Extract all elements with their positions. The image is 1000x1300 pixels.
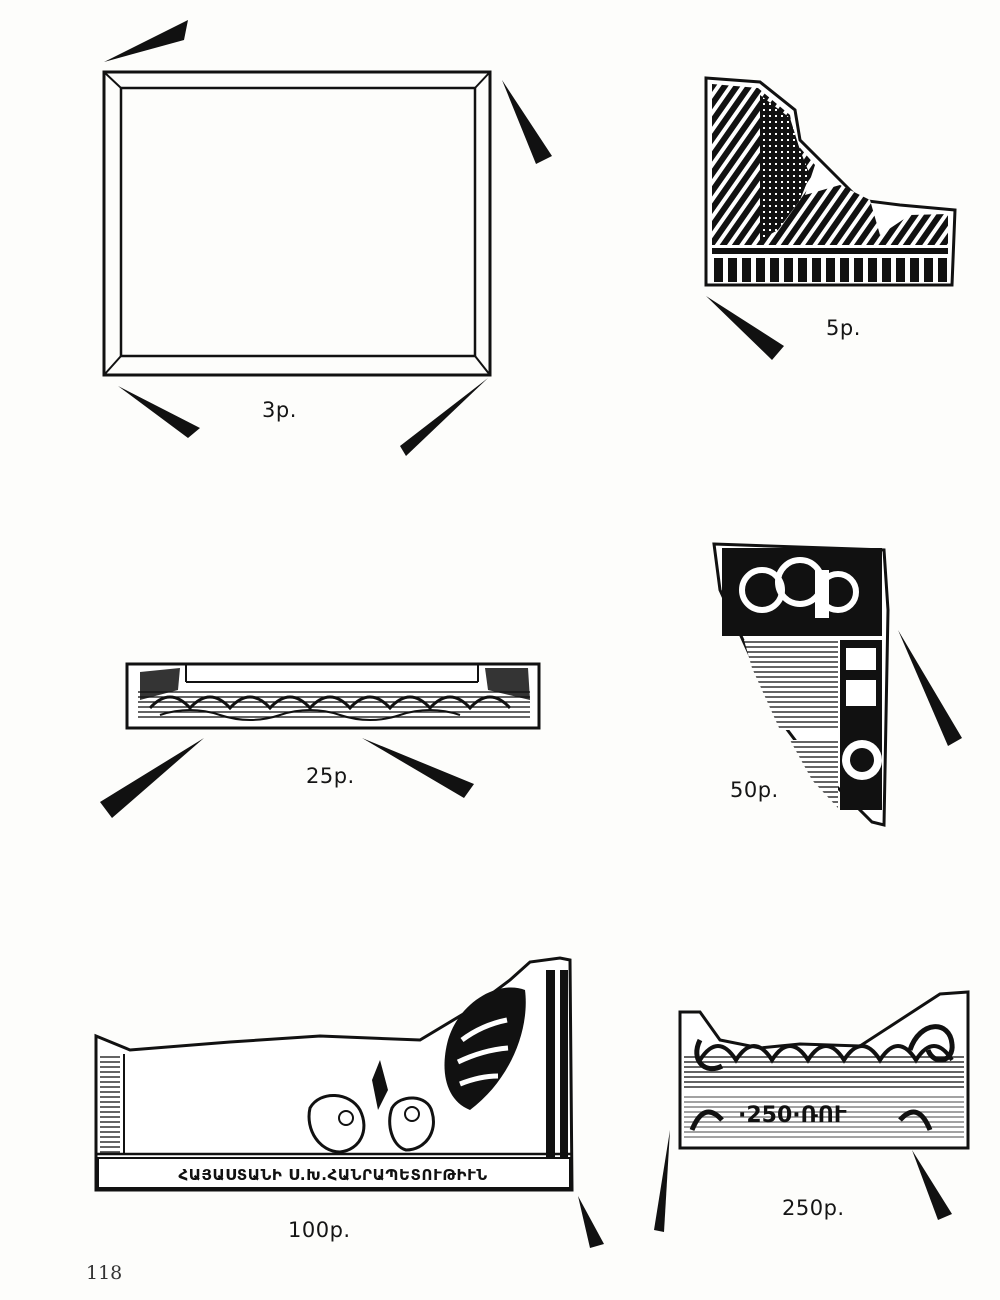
label-3-rubles: 3р. bbox=[262, 398, 297, 422]
fragment-3-rubles bbox=[102, 70, 492, 377]
fragment-5-rubles bbox=[704, 76, 957, 287]
label-50-rubles: 50р. bbox=[730, 778, 779, 802]
corner-wedges-100 bbox=[578, 1196, 604, 1248]
corner-wedges-25 bbox=[100, 738, 474, 818]
fragment-25-rubles bbox=[125, 662, 541, 730]
corner-wedges-5 bbox=[706, 296, 784, 360]
corner-wedges-3 bbox=[104, 20, 552, 456]
fragment-100-rubles bbox=[94, 956, 574, 1192]
fragment-250-rubles bbox=[678, 990, 970, 1150]
corner-wedges-50 bbox=[898, 630, 962, 746]
corner-wedges-250 bbox=[654, 1130, 952, 1232]
fragment-50-rubles bbox=[712, 542, 890, 827]
label-100-rubles: 100р. bbox=[288, 1218, 351, 1242]
label-5-rubles: 5р. bbox=[826, 316, 861, 340]
page-number: 118 bbox=[86, 1262, 123, 1284]
denomination-250-rubles: ·250·ՌՈՒ bbox=[738, 1103, 847, 1128]
label-25-rubles: 25р. bbox=[306, 764, 355, 788]
label-250-rubles: 250р. bbox=[782, 1196, 845, 1220]
inscription-100-rubles: ՀԱՅԱՍՏԱՆԻ Ս.Խ.ՀԱՆՐԱՊԵՏՈՒԹԻՒՆ bbox=[178, 1166, 488, 1184]
